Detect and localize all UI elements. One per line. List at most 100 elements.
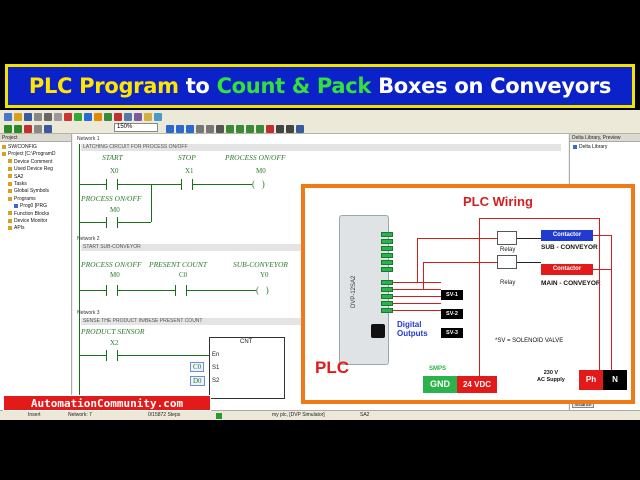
- wire: [593, 235, 611, 236]
- wire: [393, 289, 441, 290]
- rung-wire: [79, 355, 106, 356]
- block-icon[interactable]: [44, 124, 52, 133]
- cnt-s2-operand[interactable]: D0: [190, 376, 205, 386]
- undo-icon[interactable]: [64, 112, 72, 121]
- banner-text-3: Count & Pack: [216, 74, 372, 98]
- plc-terminal: [381, 260, 393, 265]
- zoom-select[interactable]: 150%: [114, 123, 158, 132]
- sv1-box: SV-1: [441, 290, 463, 300]
- paste-icon[interactable]: [54, 112, 62, 121]
- network-1-comment[interactable]: LATCHING CIRCUIT FOR PROCESS ON/OFF: [81, 144, 561, 151]
- download-icon[interactable]: [94, 112, 102, 121]
- sensor-label: PRODUCT SENSOR: [81, 327, 145, 336]
- sfc-view-icon[interactable]: [186, 124, 194, 133]
- run-icon[interactable]: [104, 112, 112, 121]
- main-conveyor-label: MAIN - CONVEYOR: [541, 280, 601, 287]
- normally-open-icon[interactable]: [226, 124, 234, 133]
- zoom-in-icon[interactable]: [196, 124, 204, 133]
- stop-contact-left[interactable]: [181, 179, 182, 190]
- tree-item[interactable]: Tasks: [0, 181, 71, 188]
- rung-wire: [186, 290, 256, 291]
- tree-item[interactable]: Prog0 [PRG: [0, 203, 71, 210]
- hline-icon[interactable]: [276, 124, 284, 133]
- tree-item[interactable]: Project [C:\ProgramD: [0, 151, 71, 158]
- il-view-icon[interactable]: [176, 124, 184, 133]
- vline-icon[interactable]: [286, 124, 294, 133]
- ac-voltage: 230 V: [543, 370, 559, 376]
- api-icon[interactable]: [296, 124, 304, 133]
- ladder-view-icon[interactable]: [166, 124, 174, 133]
- cut-icon[interactable]: [34, 112, 42, 121]
- contactor-main: Contactor: [541, 264, 593, 275]
- open-icon[interactable]: [14, 112, 22, 121]
- library-panel-title: Delta Library, Preview: [570, 134, 640, 142]
- folder-icon: [8, 159, 12, 164]
- stop-address: X1: [185, 167, 194, 175]
- wire: [417, 238, 418, 282]
- new-icon[interactable]: [4, 112, 12, 121]
- redo-icon[interactable]: [74, 112, 82, 121]
- folder-icon: [8, 189, 12, 194]
- status-steps: 0/15872 Steps: [148, 412, 181, 418]
- plc-terminal: [381, 301, 393, 306]
- neutral-terminal: N: [603, 370, 627, 390]
- process-coil[interactable]: ( ): [252, 179, 265, 189]
- wire: [517, 262, 541, 263]
- coil-icon[interactable]: [24, 124, 32, 133]
- save-icon[interactable]: [24, 112, 32, 121]
- banner-text-2: to: [185, 74, 210, 98]
- tree-item[interactable]: Device Comment: [0, 159, 71, 166]
- zoom-out-icon[interactable]: [206, 124, 214, 133]
- top-letterbox: [0, 0, 640, 62]
- copy-icon[interactable]: [44, 112, 52, 121]
- plc-terminal: [381, 294, 393, 299]
- tree-item[interactable]: Global Symbols: [0, 188, 71, 195]
- c0-contact-left[interactable]: [175, 285, 176, 296]
- ac-supply-text: AC Supply: [537, 377, 565, 383]
- bottom-letterbox: [0, 420, 640, 480]
- plc-terminal: [381, 287, 393, 292]
- plc-model-label: DVP-12SA2: [351, 275, 357, 308]
- tree-item[interactable]: Device Monitor: [0, 218, 71, 225]
- phase-terminal: Ph: [579, 370, 603, 390]
- sub-conveyor-coil[interactable]: ( ): [256, 285, 269, 295]
- left-power-rail: [79, 144, 80, 406]
- tree-item[interactable]: SW/CONFIG: [0, 144, 71, 151]
- wire: [517, 238, 541, 239]
- tree-item[interactable]: APIs: [0, 225, 71, 232]
- latch-address: M0: [110, 206, 120, 214]
- contact-no-icon[interactable]: [4, 124, 12, 133]
- plc-terminal: [381, 308, 393, 313]
- library-item[interactable]: Delta Library: [570, 142, 640, 151]
- project-tree: SW/CONFIG Project [C:\ProgramD Device Co…: [0, 142, 71, 233]
- output-coil-icon[interactable]: [266, 124, 274, 133]
- online-icon[interactable]: [134, 112, 142, 121]
- monitor-icon[interactable]: [124, 112, 132, 121]
- status-model: SA2: [360, 412, 370, 418]
- stop-icon[interactable]: [114, 112, 122, 121]
- contact-nc-icon[interactable]: [14, 124, 22, 133]
- tree-item[interactable]: Used Device Reg: [0, 166, 71, 173]
- tree-item[interactable]: Programs: [0, 196, 71, 203]
- pointer-icon[interactable]: [216, 124, 224, 133]
- status-bar: Insert Network: 7 0/15872 Steps my plc, …: [0, 410, 640, 420]
- rising-edge-icon[interactable]: [246, 124, 254, 133]
- cnt-s1-operand[interactable]: C0: [190, 362, 205, 372]
- wire-icon[interactable]: [34, 124, 42, 133]
- x2-contact-left[interactable]: [106, 350, 107, 361]
- normally-closed-icon[interactable]: [236, 124, 244, 133]
- folder-icon: [2, 152, 6, 157]
- compile-icon[interactable]: [84, 112, 92, 121]
- folder-icon: [8, 174, 12, 179]
- latch-contact-left[interactable]: [106, 217, 107, 228]
- settings-icon[interactable]: [154, 112, 162, 121]
- tree-item[interactable]: Function Blocks: [0, 211, 71, 218]
- cnt-function-block[interactable]: CNT En S1 S2: [209, 337, 285, 399]
- wire: [393, 296, 441, 297]
- start-contact-left[interactable]: [106, 179, 107, 190]
- lamp-icon[interactable]: [144, 112, 152, 121]
- m0-contact-left[interactable]: [106, 285, 107, 296]
- falling-edge-icon[interactable]: [256, 124, 264, 133]
- tree-item[interactable]: SA2: [0, 174, 71, 181]
- digital-outputs-label: Digital Outputs: [397, 320, 429, 338]
